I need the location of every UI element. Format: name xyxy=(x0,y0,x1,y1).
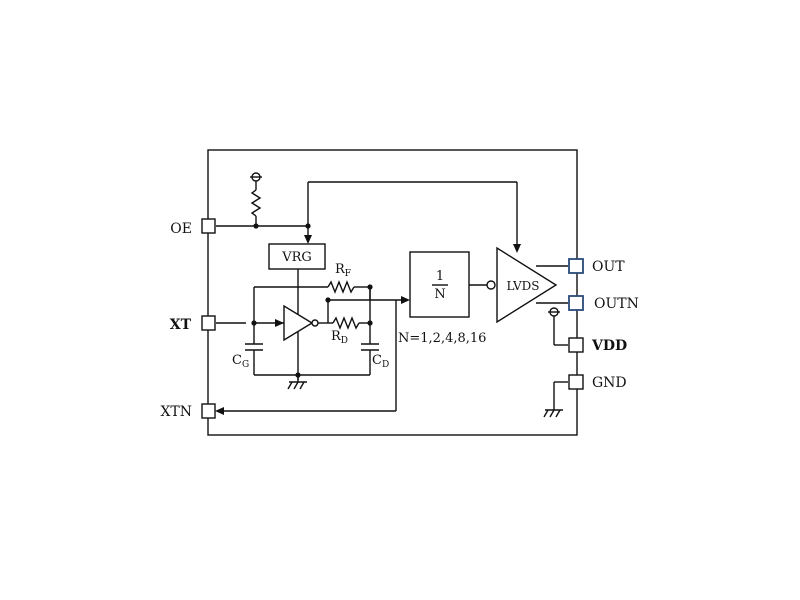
divider-numerator: 1 xyxy=(436,269,444,284)
pin-outn-label: OUTN xyxy=(594,296,639,312)
resistor-rf xyxy=(327,280,355,294)
ground-symbol-internal xyxy=(287,381,307,390)
chip-outline xyxy=(207,149,578,436)
divider-denominator: N xyxy=(434,287,445,302)
pin-oe-label: OE xyxy=(170,221,192,237)
vrg-label: VRG xyxy=(281,250,312,265)
cg-label: CG xyxy=(232,353,249,370)
pin-xtn-pad xyxy=(201,403,216,419)
pin-xt-pad xyxy=(201,315,216,331)
vrg-block xyxy=(268,243,326,270)
pin-out-label: OUT xyxy=(592,259,625,275)
pin-vdd-label: VDD xyxy=(591,338,627,354)
pin-out-pad xyxy=(568,258,584,274)
junctions xyxy=(251,223,373,378)
pin-oe-pad xyxy=(201,218,216,234)
divider-n-values: N=1,2,4,8,16 xyxy=(398,331,486,346)
oe-pullup xyxy=(250,172,262,226)
rd-label: RD xyxy=(331,329,348,346)
ground-symbol-external xyxy=(543,409,563,418)
pin-gnd-pad xyxy=(568,374,584,390)
pin-xtn-label: XTN xyxy=(160,404,192,420)
rf-label: RF xyxy=(335,262,351,279)
lvds-label: LVDS xyxy=(506,279,539,293)
lvds-buffer xyxy=(496,246,558,324)
pin-gnd-label: GND xyxy=(592,375,627,391)
pin-xt-label: XT xyxy=(170,317,192,333)
pin-outn-pad xyxy=(568,295,584,311)
cd-label: CD xyxy=(372,353,389,370)
pin-vdd-pad xyxy=(568,337,584,353)
resistor-rd xyxy=(332,316,360,330)
